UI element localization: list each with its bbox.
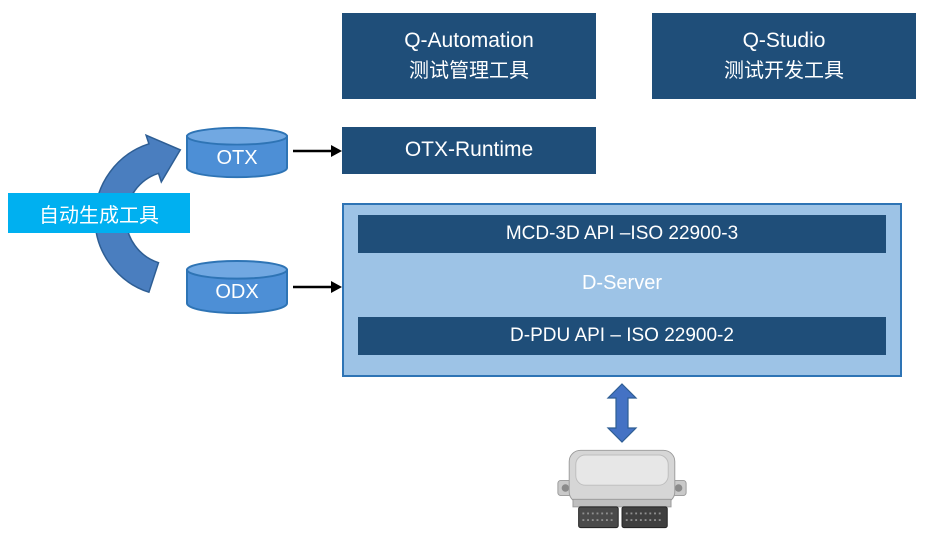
auto-generation-tool-box: 自动生成工具	[8, 193, 190, 233]
otx-runtime-label: OTX-Runtime	[404, 138, 534, 162]
odx-to-dserver-arrow	[293, 281, 342, 293]
q-automation-subtitle: 测试管理工具	[409, 59, 529, 82]
cylinder-shape	[186, 259, 288, 315]
q-automation-title: Q-Automation	[404, 29, 534, 53]
mcd-api-bar: MCD-3D API –ISO 22900-3	[358, 215, 886, 253]
otx-to-runtime-arrow	[293, 145, 342, 157]
auto-generation-tool-label: 自动生成工具	[39, 204, 159, 227]
d-server-label: D-Server	[581, 272, 662, 294]
d-pdu-api-bar: D-PDU API – ISO 22900-2	[358, 317, 886, 355]
q-studio-title: Q-Studio	[742, 29, 826, 53]
mcd-api-label: MCD-3D API –ISO 22900-3	[505, 223, 739, 244]
odx-cylinder: ODX	[184, 259, 290, 316]
odx-cylinder-label: ODX	[215, 281, 259, 303]
d-pdu-api-label: D-PDU API – ISO 22900-2	[510, 325, 734, 346]
otx-cylinder: OTX	[184, 126, 290, 180]
q-studio-subtitle: 测试开发工具	[724, 59, 844, 82]
otx-runtime-box: OTX-Runtime	[342, 127, 596, 174]
q-automation-box: Q-Automation 测试管理工具	[342, 13, 596, 99]
dserver-ecu-double-arrow	[606, 383, 638, 443]
ecu-device-image	[557, 449, 687, 529]
cylinder-shape	[186, 126, 288, 179]
q-studio-box: Q-Studio 测试开发工具	[652, 13, 916, 99]
curved-generation-arrow	[94, 133, 182, 294]
otx-cylinder-label: OTX	[216, 146, 258, 169]
